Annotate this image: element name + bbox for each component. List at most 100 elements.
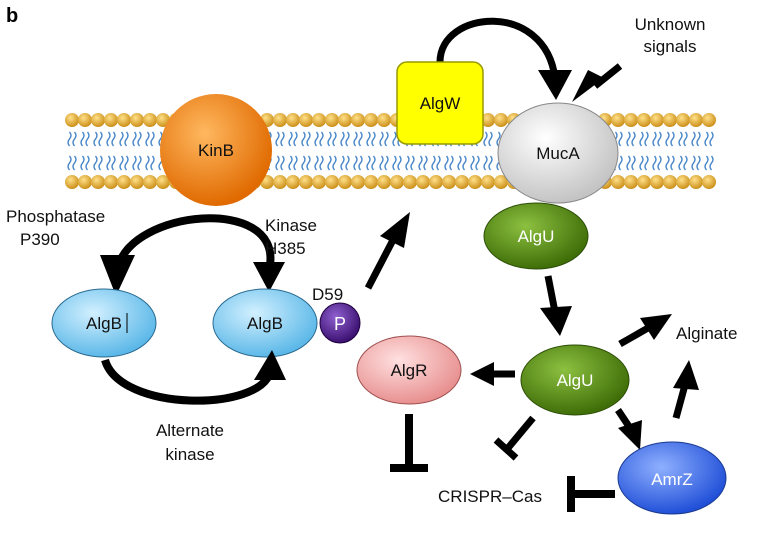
membrane-lipid-tail <box>423 155 428 171</box>
membrane-lipid-head <box>442 175 456 189</box>
membrane-lipid-tail <box>314 131 319 147</box>
membrane-lipid-tail <box>379 131 384 147</box>
membrane-lipid-tail <box>327 131 332 147</box>
membrane-lipid-tail <box>306 155 311 171</box>
algb-right-node <box>212 288 318 358</box>
membrane-lipid-tail <box>709 131 714 147</box>
algu-inhibit-line <box>505 415 536 451</box>
membrane-lipid-head <box>130 113 144 127</box>
membrane-lipid-tail <box>353 155 358 171</box>
membrane-lipid-head <box>325 175 339 189</box>
membrane-lipid-tail <box>379 155 384 171</box>
crispr-cas-label: CRISPR–Cas <box>438 487 542 506</box>
membrane-lipid-head <box>130 175 144 189</box>
membrane-lipid-tail <box>301 131 306 147</box>
membrane-lipid-tail <box>657 155 662 171</box>
membrane-lipid-tail <box>483 155 488 171</box>
algb-to-membrane-arrow <box>364 238 397 290</box>
membrane-lipid-head <box>273 113 287 127</box>
membrane-lipid-head <box>117 175 131 189</box>
membrane-lipid-tail <box>301 155 306 171</box>
algw-to-muca-arrowhead <box>538 70 572 100</box>
membrane-lipid-head <box>676 175 690 189</box>
alginate-label: Alginate <box>676 324 737 343</box>
membrane-lipid-head <box>481 113 495 127</box>
membrane-lipid-head <box>611 175 625 189</box>
membrane-lipid-tail <box>275 155 280 171</box>
membrane-lipid-head <box>624 113 638 127</box>
membrane-lipid-head <box>91 113 105 127</box>
membrane-lipid-tail <box>644 131 649 147</box>
algu-release-arrowhead <box>540 306 572 336</box>
membrane-lipid-tail <box>111 131 116 147</box>
phosphate-label: P <box>334 314 346 334</box>
membrane-lipid-tail <box>150 131 155 147</box>
membrane-heads-bottom <box>65 175 716 189</box>
membrane-lipid-tail <box>618 155 623 171</box>
membrane-lipid-tail <box>327 155 332 171</box>
alternate-kinase-line1: Alternate <box>156 421 224 440</box>
membrane-lipid-tail <box>431 155 436 171</box>
kinb-node <box>160 94 272 206</box>
algu-release-arrow <box>544 275 559 313</box>
membrane-lipid-tail <box>709 155 714 171</box>
membrane-lipid-tail <box>288 155 293 171</box>
membrane-lipid-head <box>156 175 170 189</box>
membrane-lipid-tail <box>410 155 415 171</box>
membrane-lipid-head <box>104 175 118 189</box>
membrane-lipid-tail <box>704 131 709 147</box>
membrane-lipid-head <box>468 175 482 189</box>
membrane-lipid-tail <box>665 155 670 171</box>
membrane-lipid-tail <box>85 155 90 171</box>
algu-inhibit-bar <box>493 437 519 461</box>
membrane-lipid-head <box>429 175 443 189</box>
membrane-lipid-tail <box>618 131 623 147</box>
membrane-lipid-head <box>390 175 404 189</box>
algb-to-membrane-arrowhead <box>380 212 410 248</box>
membrane-lipid-tail <box>85 131 90 147</box>
membrane-lipid-tail <box>488 155 493 171</box>
membrane-lipid-head <box>663 113 677 127</box>
membrane-lipid-tail <box>678 155 683 171</box>
phosphatase-line2: P390 <box>20 230 60 249</box>
membrane-lipid-head <box>663 175 677 189</box>
unknown-signals-arrowhead <box>572 70 604 102</box>
membrane-lipid-head <box>312 113 326 127</box>
membrane-lipid-head <box>637 175 651 189</box>
membrane-lipid-tail <box>696 131 701 147</box>
algw-to-muca-arrow <box>436 17 559 79</box>
membrane-lipid-tail <box>98 155 103 171</box>
panel-label: b <box>6 5 18 27</box>
membrane-lipid-tail <box>314 155 319 171</box>
membrane-lipid-tail <box>72 155 77 171</box>
membrane-lipid-tail <box>93 155 98 171</box>
membrane-lipid-head <box>689 175 703 189</box>
algw-label: AlgW <box>420 94 461 113</box>
membrane-lipid-head <box>481 175 495 189</box>
membrane-lipid-head <box>65 175 79 189</box>
kinase-line1: Kinase <box>265 216 317 235</box>
membrane-lipid-head <box>702 113 716 127</box>
membrane-lipid-tail <box>483 131 488 147</box>
algb-left-node <box>51 288 157 358</box>
membrane-lipid-tail <box>366 131 371 147</box>
membrane-lipid-tail <box>345 155 350 171</box>
phosphatase-arrowhead <box>100 255 135 296</box>
unknown-signals-arrow <box>592 63 623 89</box>
membrane-lipid-tail <box>72 131 77 147</box>
membrane-lipid-tail <box>457 155 462 171</box>
membrane-lipid-tail <box>132 155 137 171</box>
membrane-lipid-tail <box>145 131 150 147</box>
unknown-signals-line2: signals <box>644 37 697 56</box>
membrane-lipid-head <box>689 113 703 127</box>
membrane-lipid-tail <box>652 131 657 147</box>
alternate-kinase-line2: kinase <box>165 445 214 464</box>
algr-label: AlgR <box>391 361 428 380</box>
algw-node <box>396 61 484 145</box>
muca-node <box>497 102 619 204</box>
membrane-lipid-tail <box>345 131 350 147</box>
membrane-heads-top <box>65 113 716 127</box>
membrane-lipid-head <box>273 175 287 189</box>
membrane-lipid-tail <box>670 131 675 147</box>
